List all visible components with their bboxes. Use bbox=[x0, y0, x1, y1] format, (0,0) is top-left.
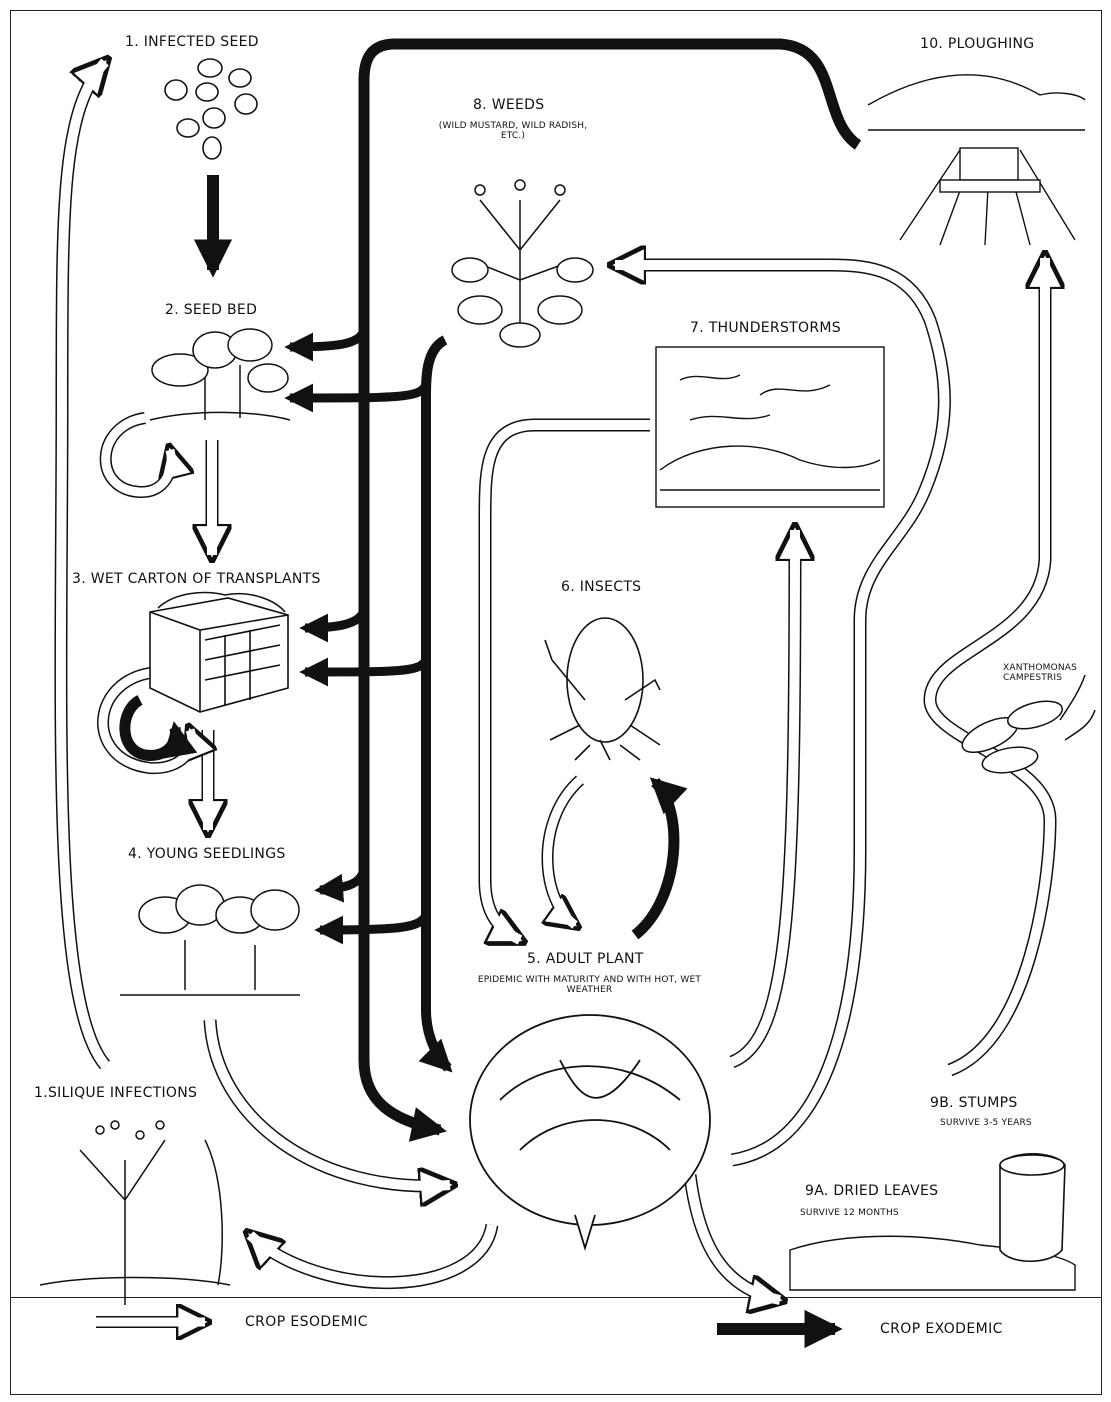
label-seed-bed: 2. SEED BED bbox=[165, 302, 257, 318]
label-dried-leaves-note: SURVIVE 12 MONTHS bbox=[800, 1208, 930, 1218]
label-pathogen: XANTHOMONAS CAMPESTRIS bbox=[1003, 663, 1073, 683]
label-silique-infections: 1.SILIQUE INFECTIONS bbox=[34, 1085, 197, 1101]
label-adult-plant: 5. ADULT PLANT bbox=[527, 951, 644, 967]
adult-plant-illustration bbox=[470, 1015, 710, 1248]
label-thunderstorms: 7. THUNDERSTORMS bbox=[690, 320, 841, 336]
stump-illustration bbox=[1000, 1154, 1065, 1262]
label-dried-leaves: 9A. DRIED LEAVES bbox=[805, 1183, 938, 1199]
label-stumps-note: SURVIVE 3-5 YEARS bbox=[940, 1118, 1060, 1128]
bacteria-illustration bbox=[957, 675, 1095, 777]
ploughing-illustration bbox=[868, 75, 1085, 245]
label-stumps: 9B. STUMPS bbox=[930, 1095, 1018, 1111]
label-adult-plant-note: EPIDEMIC WITH MATURITY AND WITH HOT, WET… bbox=[462, 975, 717, 995]
young-seedlings-illustration bbox=[120, 885, 300, 995]
label-weeds: 8. WEEDS bbox=[473, 97, 544, 113]
weeds-illustration bbox=[452, 180, 593, 347]
thunderstorms-illustration bbox=[656, 347, 884, 507]
carton-illustration bbox=[150, 593, 288, 712]
seed-bed-illustration bbox=[150, 329, 290, 420]
label-wet-carton: 3. WET CARTON OF TRANSPLANTS bbox=[72, 571, 321, 587]
infected-seed-illustration bbox=[165, 59, 257, 159]
legend-exodemic-label: CROP EXODEMIC bbox=[880, 1321, 1003, 1337]
label-insects: 6. INSECTS bbox=[561, 579, 641, 595]
silique-illustration bbox=[40, 1121, 230, 1305]
label-infected-seed: 1. INFECTED SEED bbox=[125, 34, 259, 50]
label-weeds-note: (WILD MUSTARD, WILD RADISH, ETC.) bbox=[438, 121, 588, 141]
label-young-seedlings: 4. YOUNG SEEDLINGS bbox=[128, 846, 286, 862]
legend-endemic-label: CROP ESODEMIC bbox=[245, 1314, 368, 1330]
label-ploughing: 10. PLOUGHING bbox=[920, 36, 1034, 52]
insect-illustration bbox=[545, 618, 660, 760]
